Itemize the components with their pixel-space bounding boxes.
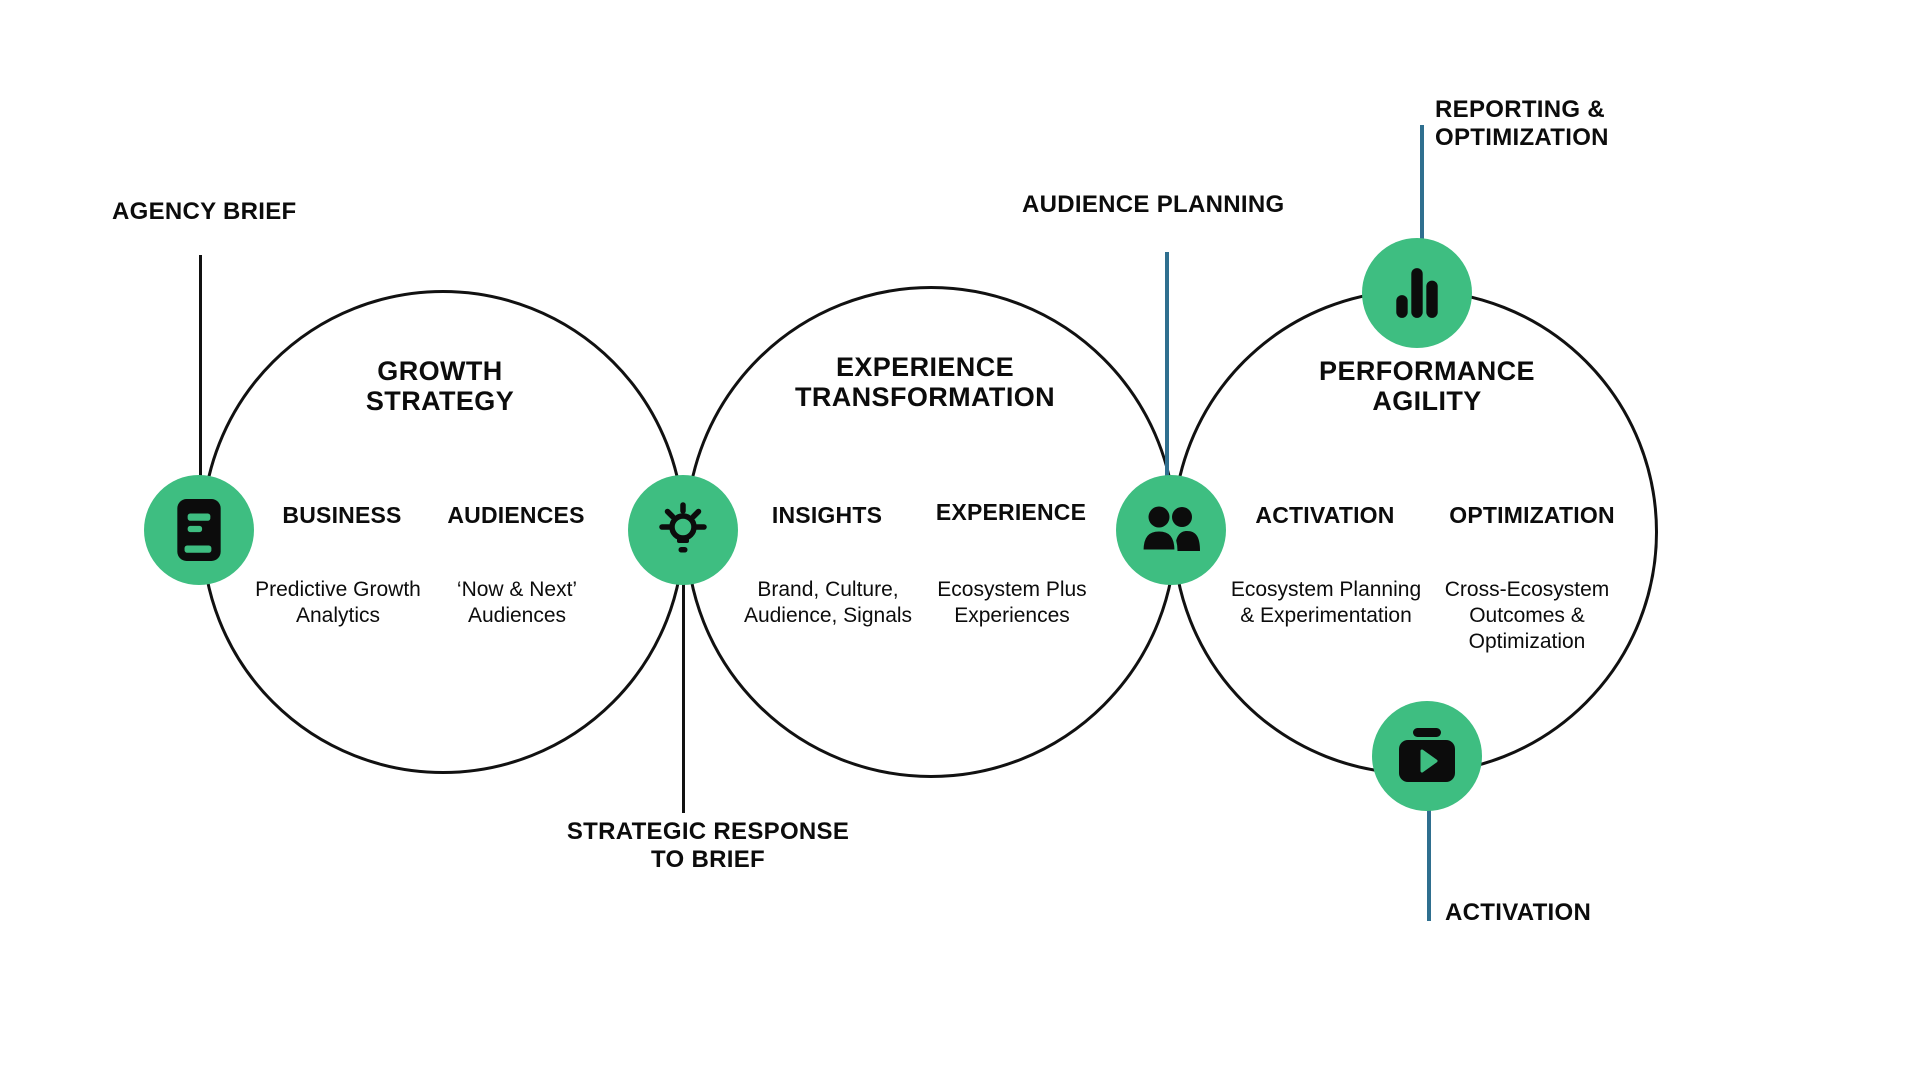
agency-brief-label: AGENCY BRIEF bbox=[112, 198, 297, 225]
column-header-experience: EXPERIENCE bbox=[935, 499, 1087, 525]
node-agency-brief bbox=[144, 475, 254, 585]
bar-chart-icon bbox=[1396, 268, 1438, 318]
column-header-insights: INSIGHTS bbox=[771, 502, 883, 528]
reporting-optimization-label: REPORTING & OPTIMIZATION bbox=[1435, 96, 1609, 151]
strategic-response-line bbox=[682, 583, 685, 813]
book-icon bbox=[177, 499, 221, 561]
strategic-response-label: STRATEGIC RESPONSE TO BRIEF bbox=[566, 818, 850, 873]
lightbulb-icon bbox=[659, 502, 707, 553]
column-body-optimization: Cross-Ecosystem Outcomes & Optimization bbox=[1444, 578, 1610, 653]
column-body-insights: Brand, Culture, Audience, Signals bbox=[743, 578, 913, 627]
column-header-audiences: AUDIENCES bbox=[447, 502, 585, 528]
agency-brief-line bbox=[199, 255, 202, 477]
node-reporting-optimization bbox=[1362, 238, 1472, 348]
people-icon bbox=[1140, 506, 1200, 553]
column-body-business: Predictive Growth Analytics bbox=[255, 578, 421, 627]
column-body-activation: Ecosystem Planning & Experimentation bbox=[1230, 578, 1422, 627]
node-activation bbox=[1372, 701, 1482, 811]
reporting-optimization-line bbox=[1420, 125, 1424, 240]
video-play-icon bbox=[1399, 728, 1455, 782]
column-header-activation: ACTIVATION bbox=[1255, 502, 1395, 528]
node-audience-planning bbox=[1116, 475, 1226, 585]
node-strategic-response bbox=[628, 475, 738, 585]
column-body-experience: Ecosystem Plus Experiences bbox=[937, 578, 1087, 627]
stage-title-performance-agility: PERFORMANCE AGILITY bbox=[1319, 356, 1535, 416]
column-header-optimization: OPTIMIZATION bbox=[1449, 502, 1615, 528]
stage-title-experience-transformation: EXPERIENCE TRANSFORMATION bbox=[794, 352, 1056, 412]
audience-planning-label: AUDIENCE PLANNING bbox=[1022, 191, 1285, 218]
activation-label: ACTIVATION bbox=[1445, 899, 1592, 926]
activation-line bbox=[1427, 809, 1431, 921]
column-header-business: BUSINESS bbox=[282, 502, 402, 528]
column-body-audiences: ‘Now & Next’ Audiences bbox=[456, 578, 578, 627]
audience-planning-line bbox=[1165, 252, 1169, 478]
stage-title-growth-strategy: GROWTH STRATEGY bbox=[365, 356, 515, 416]
